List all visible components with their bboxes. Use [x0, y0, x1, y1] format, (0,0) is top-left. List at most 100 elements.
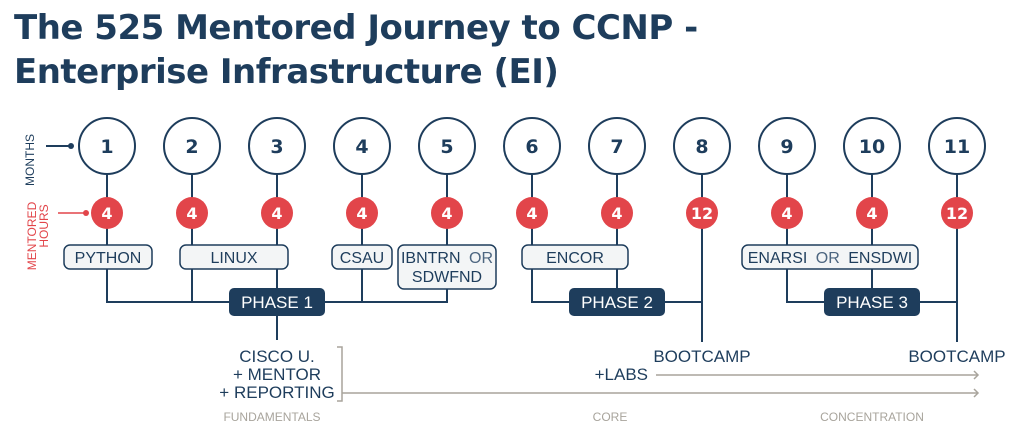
mentored-hours-dot — [771, 197, 803, 229]
mentored-hours-dot — [856, 197, 888, 229]
course-encor: ENCOR — [521, 244, 629, 270]
title-line-1: The 525 Mentored Journey to CCNP - — [14, 8, 698, 48]
mentored-hours-value: 4 — [356, 204, 367, 223]
course-csau: CSAU — [331, 244, 393, 270]
course-python: PYTHON — [63, 244, 153, 270]
axis-label-hours: HOURS — [37, 204, 51, 247]
course-python-label: PYTHON — [75, 250, 142, 267]
month-circle — [588, 117, 646, 175]
mentor-label: + MENTOR — [233, 365, 321, 384]
timeline-arrow — [342, 388, 980, 398]
course-encor-label: ENCOR — [546, 250, 604, 267]
mentored-hours-value: 4 — [271, 204, 282, 223]
month-number: 9 — [780, 136, 793, 158]
labs-label: +LABS — [595, 365, 648, 384]
bootcamp-label-1: BOOTCAMP — [653, 347, 750, 366]
mentored-hours-value: 12 — [946, 204, 968, 223]
month-circle — [758, 117, 816, 175]
course-linux-label: LINUX — [210, 250, 257, 267]
mentored-hours-dot — [686, 197, 718, 229]
course-ibntrn-or-sdwfnd: IBNTRN OR SDWFND — [397, 244, 497, 290]
axis-label-mentored: MENTORED — [25, 201, 39, 270]
stage-fundamentals: FUNDAMENTALS — [223, 410, 320, 424]
axis-label-months: MONTHS — [23, 134, 37, 186]
course-enarsi-line: ENARSI OR ENSDWI — [748, 250, 912, 267]
mentored-hours-value: 4 — [781, 204, 792, 223]
course-enarsi-label: ENARSI — [748, 250, 808, 267]
reporting-label: + REPORTING — [219, 383, 334, 402]
phase-3-badge: PHASE 3 — [824, 288, 920, 316]
month-number: 6 — [525, 136, 538, 158]
course-enarsi-or-ensdwi: ENARSI OR ENSDWI — [741, 244, 919, 270]
month-node: 54 — [418, 117, 476, 245]
mentored-hours-dot — [601, 197, 633, 229]
mentored-hours-value: 4 — [611, 204, 622, 223]
mentored-hours-dot — [261, 197, 293, 229]
resources-bracket — [337, 346, 343, 402]
month-node: 10 4 — [843, 117, 901, 245]
mentored-hours-value: 4 — [186, 204, 197, 223]
month-number: 10 — [859, 136, 885, 158]
title-line-2: Enterprise Infrastructure (EI) — [14, 52, 559, 92]
month-circle — [78, 117, 136, 175]
month-node: 64 — [503, 117, 561, 245]
course-ibntrn-label: IBNTRN — [401, 250, 461, 267]
mentored-hours-dot — [516, 197, 548, 229]
course-or-label-1: OR — [469, 250, 493, 267]
month-node: 34 — [248, 117, 306, 245]
course-ensdwi-label: ENSDWI — [848, 250, 912, 267]
labs-arrow — [656, 370, 980, 380]
month-node: 94 — [758, 117, 816, 245]
month-node: 14 — [78, 117, 136, 245]
bootcamp-label-2: BOOTCAMP — [908, 347, 1005, 366]
month-node: 8 12 — [673, 117, 731, 245]
month-circle — [418, 117, 476, 175]
phase-3-label: PHASE 3 — [836, 293, 908, 312]
course-csau-label: CSAU — [340, 250, 384, 267]
phase-2-badge: PHASE 2 — [569, 288, 665, 316]
month-circle — [503, 117, 561, 175]
course-or-label-2: OR — [816, 250, 840, 267]
month-circle — [843, 117, 901, 175]
month-number: 2 — [185, 136, 198, 158]
mentored-hours-dot — [346, 197, 378, 229]
course-linux: LINUX — [179, 244, 289, 270]
month-number: 8 — [695, 136, 708, 158]
month-node: 11 12 — [928, 117, 986, 245]
mentored-hours-dot — [431, 197, 463, 229]
course-ibntrn-line: IBNTRN OR — [401, 250, 493, 267]
month-node: 24 — [163, 117, 221, 245]
course-sdwfnd-label: SDWFND — [412, 269, 482, 286]
month-node: 74 — [588, 117, 646, 245]
hours-pointer-dot — [83, 210, 89, 216]
mentored-hours-value: 4 — [526, 204, 537, 223]
mentored-hours-dot — [91, 197, 123, 229]
stage-core: CORE — [593, 410, 628, 424]
month-number: 11 — [944, 136, 970, 158]
month-circle — [928, 117, 986, 175]
month-number: 1 — [100, 136, 113, 158]
stage-concentration: CONCENTRATION — [820, 410, 924, 424]
month-circle — [163, 117, 221, 175]
mentored-hours-value: 12 — [691, 204, 713, 223]
page-title: The 525 Mentored Journey to CCNP - Enter… — [14, 6, 698, 94]
month-number: 4 — [355, 136, 368, 158]
month-node: 44 — [333, 117, 391, 245]
month-circle — [248, 117, 306, 175]
phase-1-label: PHASE 1 — [241, 293, 313, 312]
phase-2-label: PHASE 2 — [581, 293, 653, 312]
month-circle — [333, 117, 391, 175]
mentored-hours-value: 4 — [866, 204, 877, 223]
month-circle — [673, 117, 731, 175]
months-pointer-dot — [68, 143, 74, 149]
mentored-hours-dot — [176, 197, 208, 229]
mentored-hours-dot — [941, 197, 973, 229]
cisco-u-label: CISCO U. — [239, 347, 315, 366]
mentored-hours-value: 4 — [101, 204, 112, 223]
phase-1-badge: PHASE 1 — [229, 288, 325, 316]
mentored-hours-value: 4 — [441, 204, 452, 223]
month-number: 3 — [270, 136, 283, 158]
month-number: 7 — [610, 136, 623, 158]
